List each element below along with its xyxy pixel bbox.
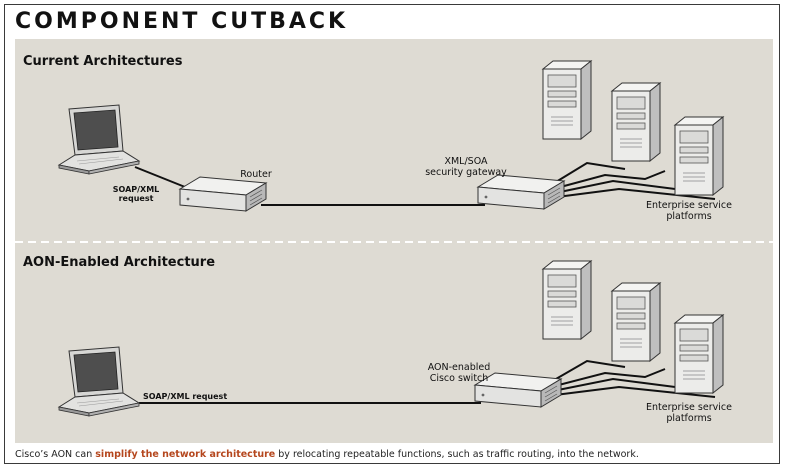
laptop-icon [58,346,140,417]
laptop-icon [58,104,140,175]
section-current [58,60,724,212]
servers-label-aon: Enterprise service platforms [646,402,732,424]
section-aon [58,260,724,417]
caption-highlight: simplify the network architecture [95,449,276,460]
client-request-label-aon: SOAP/XML request [143,392,228,401]
server-icon [611,82,661,162]
server-icon [674,116,724,196]
figure-title: COMPONENT CUTBACK [15,9,349,34]
figure-caption: Cisco’s AON can simplify the network arc… [15,449,639,460]
connection-lines-aon [139,359,716,404]
router-icon [179,176,267,212]
server-icon [674,314,724,394]
client-request-label: SOAP/XML request [112,185,160,203]
switch-label: AON-enabled Cisco switch [427,362,491,384]
caption-text-after: by relocating repeatable functions, such… [275,449,639,460]
router-label: Router [240,169,272,180]
connection-lines-current [134,161,716,206]
figure-frame: COMPONENT CUTBACK [4,4,780,464]
diagram-panel: Current Architectures AON-Enabled Archit… [15,39,773,443]
gateway-icon [477,174,565,210]
servers-label-current: Enterprise service platforms [646,200,732,222]
caption-text-before: Cisco’s AON can [15,449,96,460]
server-icon [611,282,661,362]
section-heading-current: Current Architectures [23,54,183,69]
server-icon [542,60,592,140]
section-heading-aon: AON-Enabled Architecture [23,255,216,270]
network-diagram [15,60,773,417]
gateway-label: XML/SOA security gateway [425,156,507,178]
server-icon [542,260,592,340]
